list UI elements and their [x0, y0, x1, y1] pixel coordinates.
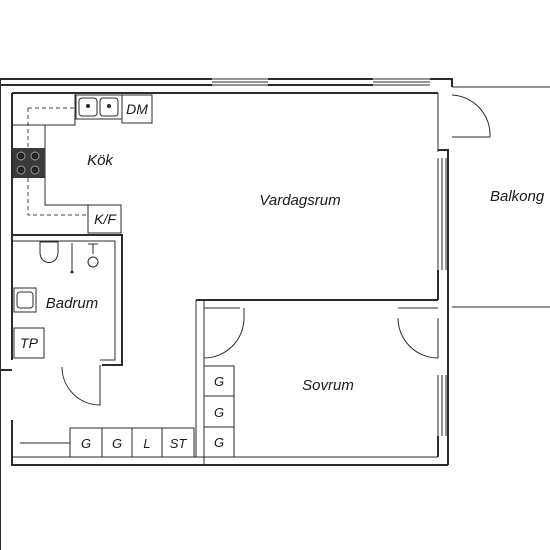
sink-basin-right [99, 97, 119, 117]
counter-top-edge [12, 93, 76, 126]
bedroom-west-wall [195, 300, 205, 457]
balcony-rail [452, 86, 550, 308]
top-wall-right [430, 78, 453, 87]
bedroom-label: Sovrum [302, 377, 354, 394]
counter-dashed-line [27, 107, 88, 216]
toilet [39, 241, 59, 263]
kitchen-counter: DM K/F [12, 93, 153, 234]
east-wall-upper [438, 149, 449, 306]
counter-left-edge [44, 125, 89, 233]
hall-closets: G G L ST [69, 427, 195, 458]
bedroom-closet-frame [203, 365, 235, 458]
room-labels: Kök Vardagsrum Balkong Badrum Sovrum [46, 152, 545, 394]
bathroom-sink-basin [16, 291, 34, 309]
hall-closet-1: G [81, 436, 91, 451]
balcony-area [437, 86, 550, 465]
sink-drain-right [107, 104, 111, 108]
stove [13, 148, 45, 178]
bedroom-door-swing-east [397, 317, 439, 359]
top-window-2 [373, 78, 430, 86]
living-room-label: Vardagsrum [259, 192, 340, 209]
hall-closet-3: L [143, 436, 150, 451]
dryer-label: TP [20, 335, 39, 351]
bathroom-inner-walls [12, 240, 116, 361]
east-window-1 [437, 158, 447, 270]
shower-head [88, 243, 98, 254]
dishwasher-label: DM [126, 101, 148, 117]
hall-closet-dividers [101, 428, 163, 457]
dishwasher-box [121, 94, 153, 124]
shower-dot [70, 270, 74, 274]
sink [75, 94, 123, 120]
top-wall-left [0, 78, 212, 86]
burner-4 [30, 165, 40, 175]
outer-walls [0, 78, 453, 550]
east-window-2 [437, 375, 447, 436]
burner-2 [30, 151, 40, 161]
sink-drain-left [86, 104, 90, 108]
burner-3 [16, 165, 26, 175]
hall-closet-4: ST [170, 436, 188, 451]
bedroom-door-swing-west [203, 308, 245, 359]
kitchen-label: Kök [87, 152, 114, 169]
balcony-label: Balkong [490, 188, 545, 205]
bathroom-door-swing [61, 365, 101, 406]
hall-closet-2: G [112, 436, 122, 451]
bedroom-wall-stub [203, 300, 240, 309]
top-window-1 [212, 78, 268, 86]
top-wall-middle [268, 78, 373, 86]
fridge-label: K/F [94, 211, 117, 227]
bedroom-closet-dividers [204, 395, 234, 428]
bottom-outer [11, 420, 448, 466]
balcony-door-swing [451, 94, 491, 138]
bedroom-closets: G G G [203, 365, 235, 458]
shower-drain [87, 256, 99, 268]
dryer-box [13, 327, 45, 359]
bathroom-walls [12, 234, 123, 366]
bathroom-label: Badrum [46, 295, 99, 312]
bathroom: TP [0, 234, 123, 406]
sink-basin-left [78, 97, 98, 117]
bathroom-sink [13, 287, 37, 313]
burner-1 [16, 151, 26, 161]
bedroom-closet-1: G [214, 374, 224, 389]
bedroom-closet-2: G [214, 405, 224, 420]
fridge-box [87, 204, 122, 234]
bedroom-closet-3: G [214, 435, 224, 450]
